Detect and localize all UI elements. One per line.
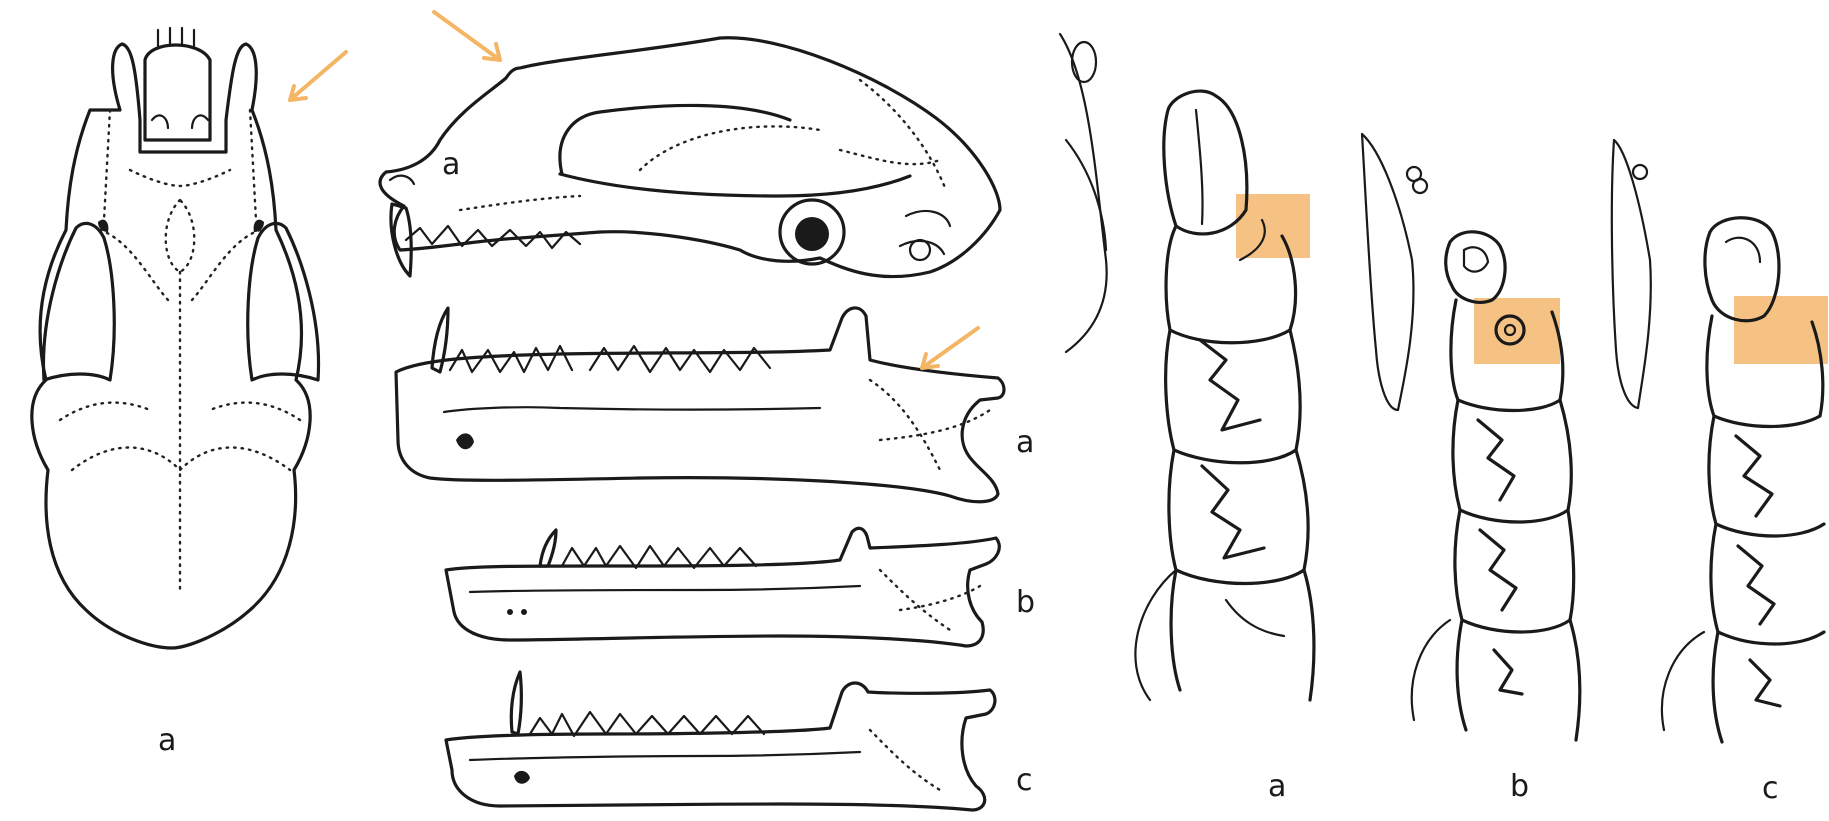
skull-lateral-view [380, 12, 1000, 277]
mandible-c [446, 672, 995, 810]
label-skull-dorsal: a [158, 726, 176, 756]
label-skull-lateral: a [442, 150, 460, 180]
annotation-arrow [922, 328, 978, 368]
label-teeth-c: c [1762, 774, 1779, 804]
annotation-arrow [434, 12, 500, 60]
tooth-row-a [1060, 34, 1314, 700]
mandible-b [446, 528, 999, 646]
skull-dorsal-view [32, 28, 346, 648]
label-teeth-a: a [1268, 772, 1286, 802]
tooth-row-b [1362, 134, 1580, 740]
tooth-row-c [1612, 140, 1824, 742]
highlight-box-b [1474, 298, 1560, 364]
annotation-arrow [290, 52, 346, 100]
label-mandible-a: a [1016, 428, 1034, 458]
label-mandible-b: b [1016, 588, 1035, 618]
label-teeth-b: b [1510, 772, 1529, 802]
mandible-a [396, 308, 1004, 502]
label-mandible-c: c [1016, 766, 1033, 796]
